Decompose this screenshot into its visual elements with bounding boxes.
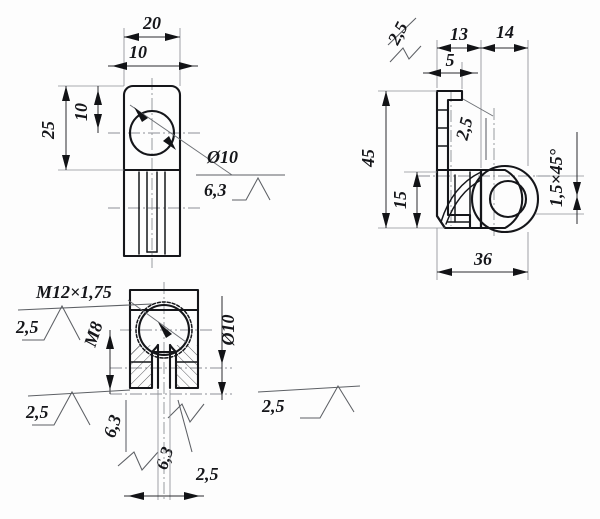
section-bore-arrow-t (218, 350, 226, 364)
side-fillet-curve (440, 171, 482, 223)
front-view: 20 10 25 10 Ø10 6,3 (38, 13, 285, 268)
section-leader (127, 299, 187, 343)
front-lower-body (122, 168, 182, 258)
section-m12-baseline (17, 303, 153, 311)
side-finish-top-value: 2,5 (383, 19, 412, 49)
side-arrow-45-t (382, 91, 390, 106)
front-diameter-leader (129, 104, 233, 176)
side-dim-chamfer: 1,5×45° (546, 148, 566, 207)
front-finish-symbol (232, 176, 271, 201)
side-boss-body (479, 168, 524, 230)
front-upper-body (122, 84, 182, 172)
section-finish-upper-left: 2,5 (15, 317, 39, 337)
section-bore-arrow-b (218, 382, 226, 396)
section-finish-slot-right: 6,3 (151, 444, 177, 472)
section-finish-r-base (257, 385, 361, 393)
section-hatch-left-2 (131, 345, 149, 358)
side-arrow-chamfer-b (573, 196, 581, 210)
section-finish-right: 2,5 (261, 396, 285, 416)
section-finish-ll-base (27, 389, 131, 397)
side-dim-5: 5 (446, 50, 455, 70)
section-finish-r-symbol (300, 384, 355, 419)
side-boss-hole (488, 179, 528, 219)
section-slot-arrow-r (184, 492, 200, 500)
section-finish-lower-left: 2,5 (25, 402, 49, 422)
section-finish-6b-line (177, 399, 193, 453)
front-arrow-20-left (124, 33, 139, 41)
section-leader-arrow (158, 322, 172, 338)
side-arrow-45-b (382, 213, 390, 228)
side-finish-top-base (387, 17, 417, 46)
section-finish-6a-symbol (117, 451, 159, 471)
side-dim-15: 15 (390, 191, 410, 209)
front-dim-width-overall: 20 (142, 13, 161, 33)
section-hatch-right (176, 345, 197, 387)
front-arrow-10-left (112, 62, 127, 70)
front-leader-arrow-b (163, 136, 176, 150)
section-m8-arrow-t (106, 334, 114, 349)
section-thread-circle (137, 303, 191, 357)
front-dim-hole-center: 10 (71, 103, 91, 121)
side-inner-finish-value: 2,5 (452, 115, 477, 143)
front-arrow-10c-top (94, 90, 102, 105)
section-thread-minor-circle (135, 301, 193, 359)
side-arrow-36-l (437, 268, 452, 276)
section-m8-arrow-b (106, 375, 114, 390)
front-arrow-10-right (179, 62, 194, 70)
side-inner-finish-leader (462, 98, 494, 117)
front-arrow-25-top (62, 86, 70, 101)
side-finish-top-symbol (389, 45, 422, 63)
section-finish-slot-left: 6,3 (99, 412, 125, 440)
side-view: 13 14 5 2,5 2,5 45 15 (358, 17, 584, 280)
section-slot-fillet-r (168, 343, 178, 354)
section-m12-symbol (22, 304, 81, 341)
section-thread-minor-label: M8 (80, 319, 107, 350)
front-dim-height-overall: 25 (38, 121, 58, 140)
front-leader-arrow-a (134, 107, 148, 122)
front-dim-width-half: 10 (129, 42, 147, 62)
section-view: M12×1,75 2,5 M8 2,5 Ø10 2,5 6,3 6,3 (15, 282, 361, 500)
side-arrow-13-r (467, 44, 481, 52)
front-dim-hole-diameter: Ø10 (206, 147, 238, 167)
side-fillet-curve-2 (445, 179, 482, 225)
section-finish-ll-symbol (32, 390, 91, 426)
side-arrow-5-l (427, 69, 441, 77)
side-arrow-15-b (413, 213, 421, 228)
section-thread-major-label: M12×1,75 (35, 282, 112, 302)
section-bore-diameter: Ø10 (218, 315, 238, 347)
front-hole (128, 109, 176, 157)
section-slot-fillet-l (150, 343, 160, 354)
side-arrow-5-r (460, 69, 474, 77)
side-arrow-36-r (513, 268, 528, 276)
front-arrow-10c-bot (94, 114, 102, 129)
front-finish-value: 6,3 (204, 180, 227, 200)
side-dim-14: 14 (496, 22, 514, 42)
side-arrow-15-t (413, 172, 421, 187)
side-arrow-chamfer-t (573, 182, 581, 196)
front-arrow-20-right (165, 33, 180, 41)
section-slot-arrow-l (128, 492, 144, 500)
front-arrow-25-bottom (62, 155, 70, 170)
side-boss-outer (470, 164, 540, 234)
side-dim-45: 45 (358, 149, 378, 168)
side-arrow-14-r (514, 44, 528, 52)
section-slot-width: 2,5 (195, 464, 219, 484)
side-dim-13: 13 (450, 24, 468, 44)
section-finish-6b-symbol (167, 403, 205, 424)
side-arrow-13-l (437, 44, 451, 52)
side-dim-36: 36 (473, 249, 492, 269)
side-arrow-14-l (481, 44, 495, 52)
